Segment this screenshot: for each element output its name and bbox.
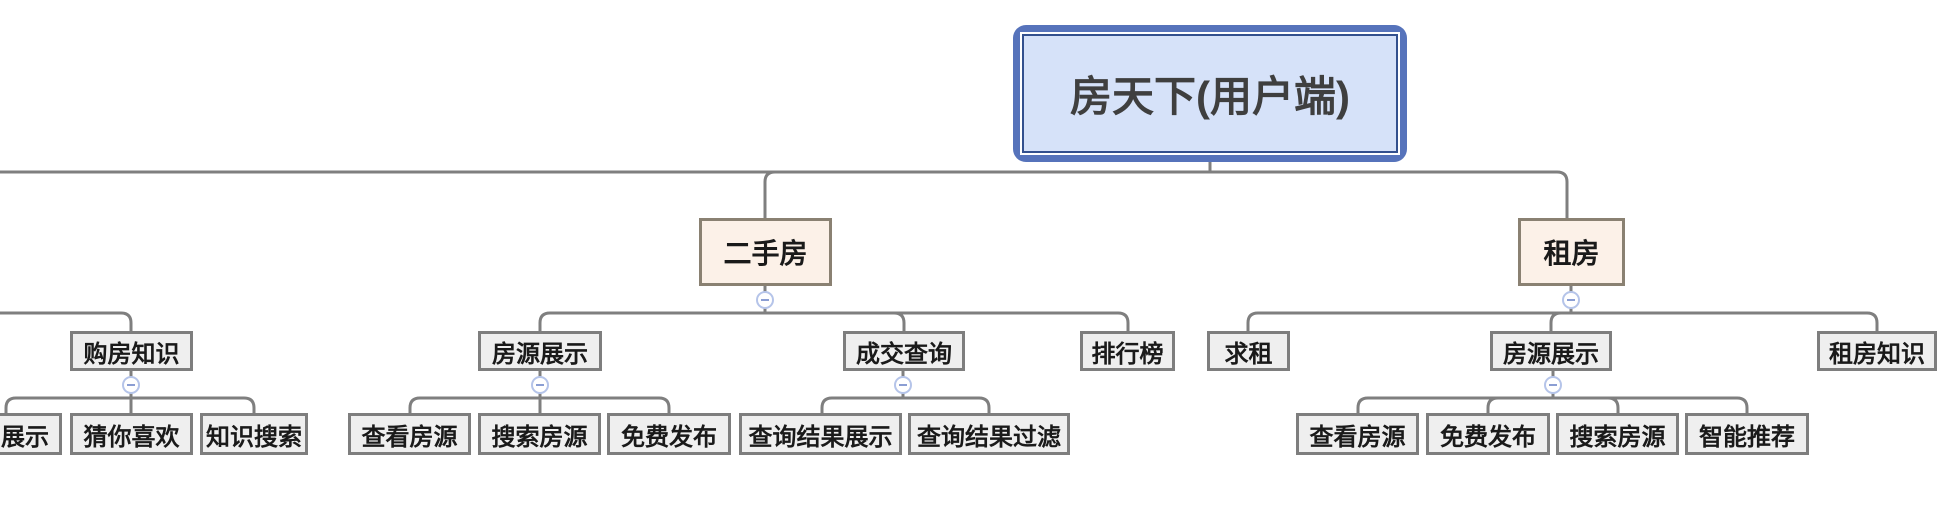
connector-path: [1549, 311, 1562, 331]
minus-icon: [127, 384, 135, 386]
rent-search-listings-node[interactable]: 搜索房源: [1556, 413, 1679, 455]
deal-query-node[interactable]: 成交查询: [843, 331, 965, 371]
root-node[interactable]: 房天下(用户端): [1013, 25, 1407, 162]
rent-knowledge-node[interactable]: 租房知识: [1817, 331, 1937, 371]
node-label: 房源展示: [492, 340, 588, 368]
display-node-clipped[interactable]: 展示: [0, 413, 62, 455]
collapse-toggle[interactable]: [122, 376, 140, 394]
node-label: 查询结果展示: [748, 423, 893, 451]
connector-path: [1607, 396, 1620, 413]
connector-path: [538, 311, 1130, 331]
node-label: 房天下(用户端): [1070, 73, 1350, 120]
connector-path: [1486, 396, 1499, 413]
rent-view-listings-node[interactable]: 查看房源: [1296, 413, 1419, 455]
connector-path: [0, 170, 1569, 218]
connector-path: [4, 396, 256, 413]
collapse-toggle[interactable]: [1544, 376, 1562, 394]
connector-path: [0, 311, 133, 331]
node-label: 查看房源: [361, 423, 458, 451]
renting-node[interactable]: 租房: [1518, 218, 1625, 286]
node-label: 知识搜索: [206, 423, 302, 451]
purchase-knowledge-node[interactable]: 购房知识: [70, 331, 193, 371]
minus-icon: [899, 384, 907, 386]
connector-path: [1356, 396, 1749, 413]
node-label: 房源展示: [1503, 340, 1599, 368]
minus-icon: [1549, 384, 1557, 386]
rent-listing-display-node[interactable]: 房源展示: [1490, 331, 1612, 371]
root-node-face: 房天下(用户端): [1022, 34, 1398, 153]
node-label: 查看房源: [1309, 423, 1406, 451]
connector-path: [763, 170, 776, 218]
listing-display-node[interactable]: 房源展示: [478, 331, 602, 371]
node-label: 展示: [1, 423, 49, 451]
node-label: 租房知识: [1829, 340, 1925, 368]
node-label: 猜你喜欢: [83, 423, 180, 451]
connector-path: [1246, 311, 1879, 331]
minus-icon: [536, 384, 544, 386]
query-result-filter-node[interactable]: 查询结果过滤: [908, 413, 1070, 455]
node-label: 搜索房源: [1569, 423, 1666, 451]
second-hand-housing-node[interactable]: 二手房: [699, 218, 832, 286]
node-label: 求租: [1224, 340, 1273, 368]
connector-path: [893, 311, 906, 331]
smart-recommend-node[interactable]: 智能推荐: [1685, 413, 1809, 455]
root-node-gap: 房天下(用户端): [1020, 32, 1400, 155]
collapse-toggle[interactable]: [894, 376, 912, 394]
rent-seeking-node[interactable]: 求租: [1207, 331, 1290, 371]
collapse-toggle[interactable]: [756, 291, 774, 309]
view-listings-node[interactable]: 查看房源: [348, 413, 471, 455]
minus-icon: [1567, 299, 1575, 301]
node-label: 成交查询: [856, 340, 952, 368]
collapse-toggle[interactable]: [531, 376, 549, 394]
node-label: 免费发布: [621, 423, 717, 451]
node-label: 租房: [1543, 238, 1600, 269]
query-result-display-node[interactable]: 查询结果展示: [739, 413, 902, 455]
minus-icon: [761, 299, 769, 301]
node-label: 免费发布: [1440, 423, 1536, 451]
node-label: 智能推荐: [1699, 423, 1795, 451]
ranking-node[interactable]: 排行榜: [1080, 331, 1175, 371]
collapse-toggle[interactable]: [1562, 291, 1580, 309]
node-label: 查询结果过滤: [917, 423, 1061, 451]
node-label: 二手房: [723, 238, 808, 269]
knowledge-search-node[interactable]: 知识搜索: [200, 413, 308, 455]
node-label: 搜索房源: [491, 423, 588, 451]
connector-path: [820, 396, 991, 413]
node-label: 排行榜: [1091, 340, 1164, 368]
guess-you-like-node[interactable]: 猜你喜欢: [70, 413, 193, 455]
connector-path: [408, 396, 671, 413]
node-label: 购房知识: [83, 340, 180, 368]
search-listings-node[interactable]: 搜索房源: [478, 413, 601, 455]
free-post-node[interactable]: 免费发布: [607, 413, 731, 455]
rent-free-post-node[interactable]: 免费发布: [1426, 413, 1550, 455]
